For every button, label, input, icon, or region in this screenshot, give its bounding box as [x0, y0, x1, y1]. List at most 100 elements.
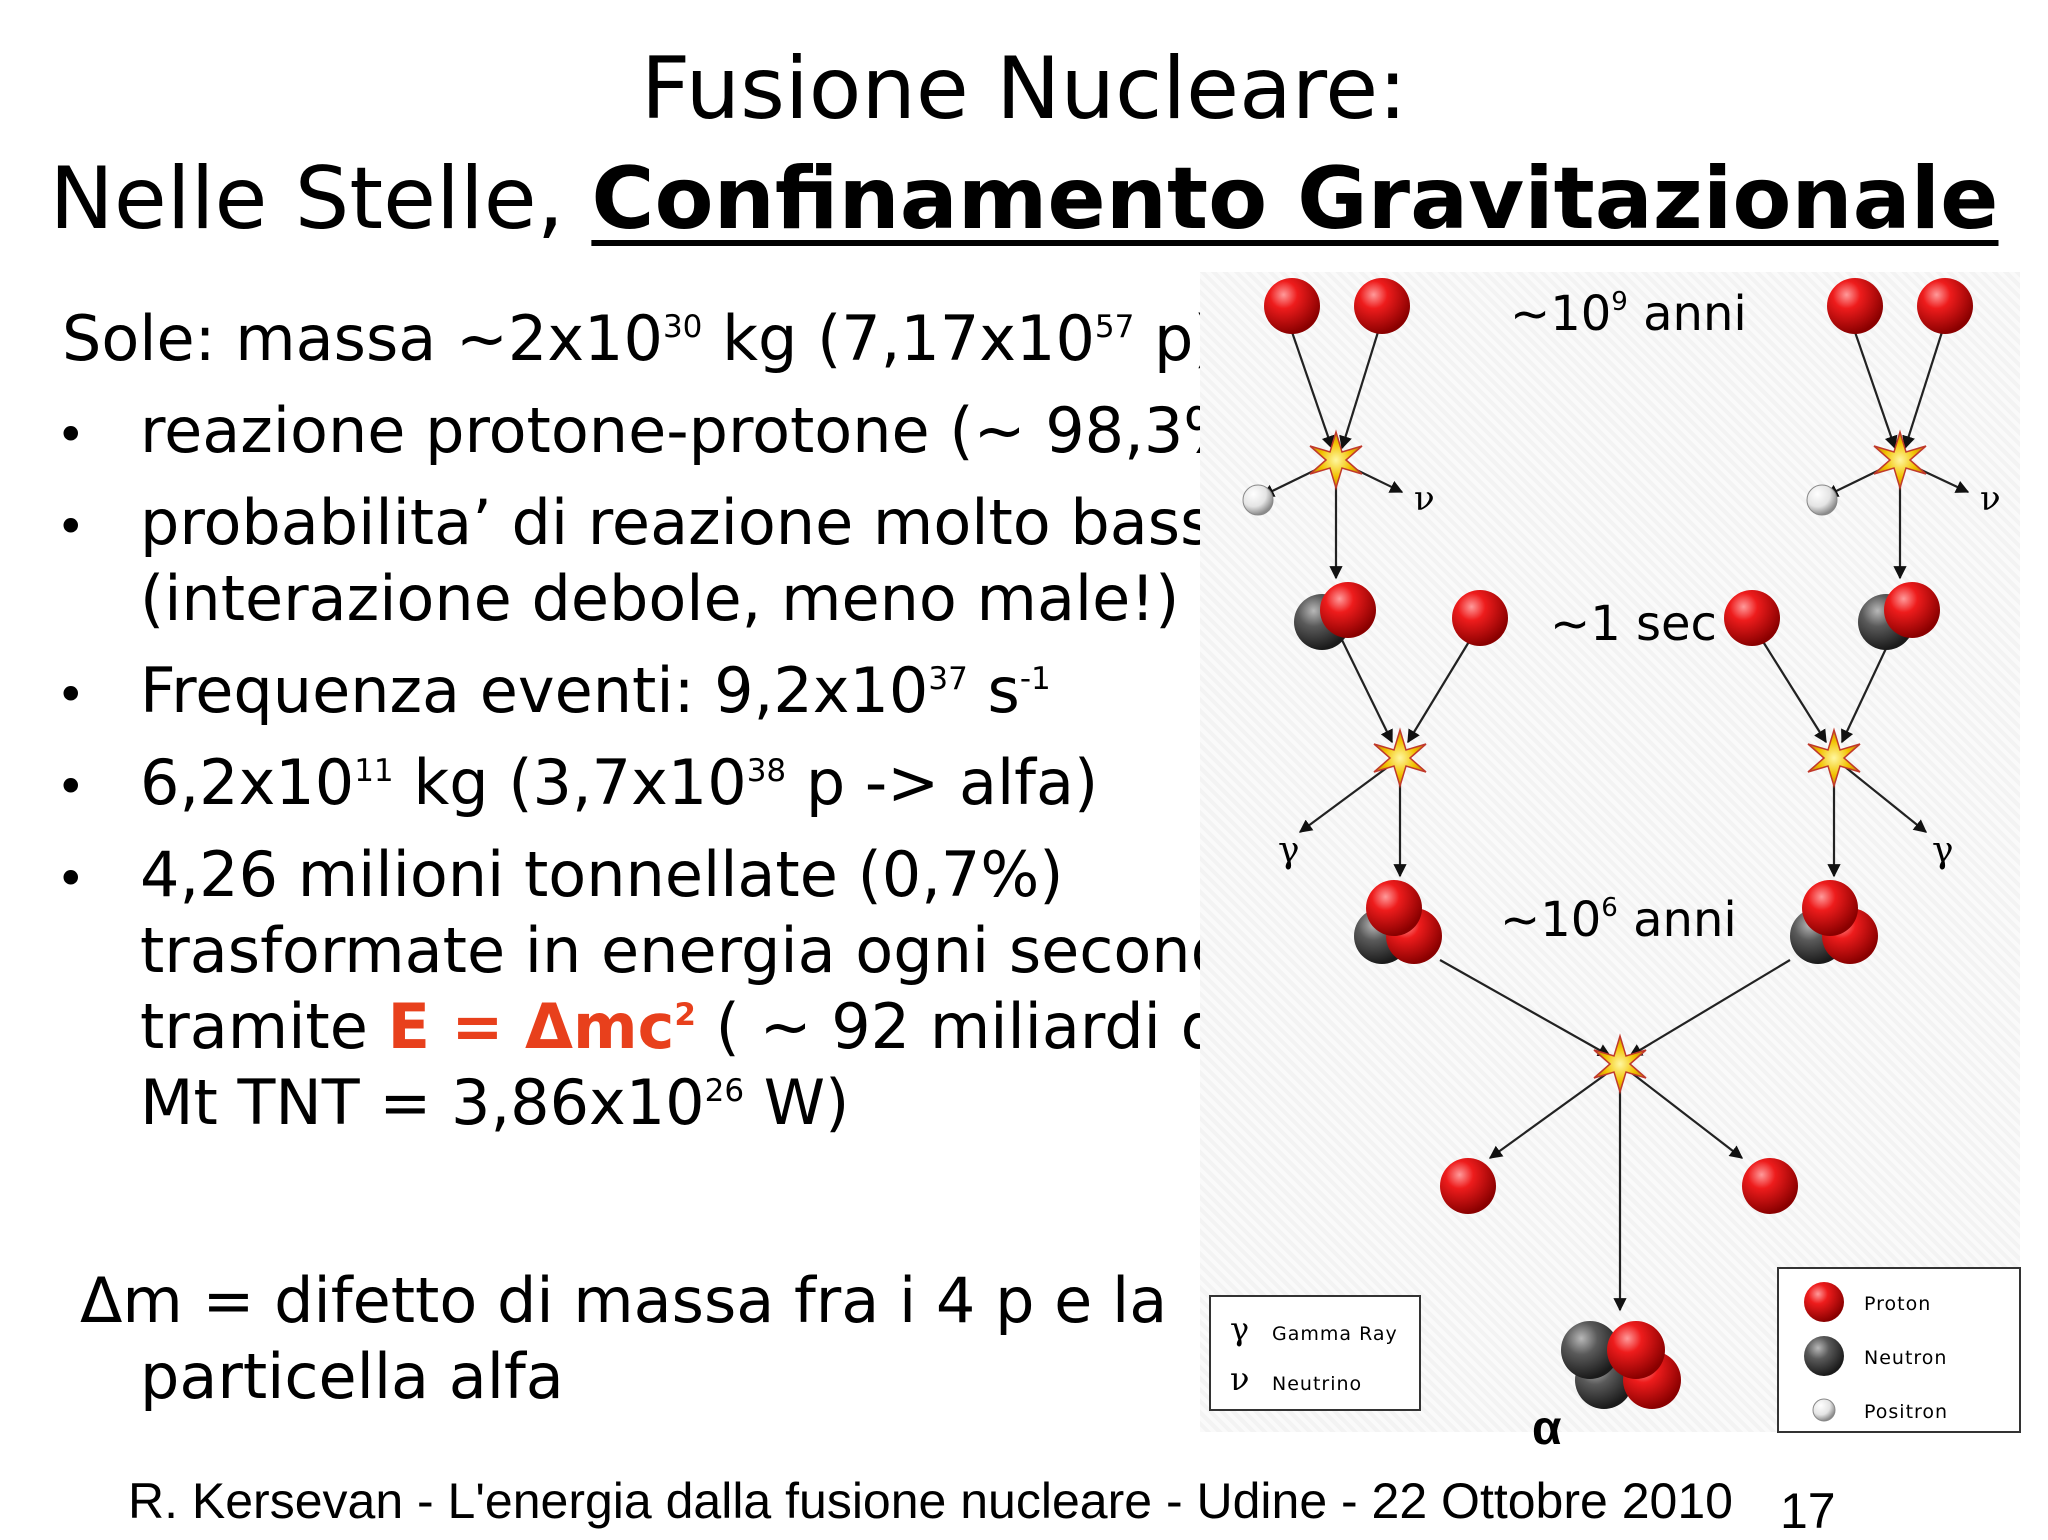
bullet-4-text: 6,2x1011 kg (3,7x1038 p -> alfa)	[140, 752, 1098, 814]
bullet-3-prefix: Frequenza eventi: 9,2x10	[140, 654, 929, 727]
bullet-4-suffix: p -> alfa)	[786, 746, 1099, 819]
neutrino-label-right: ν	[1980, 479, 2001, 519]
reaction-burst-icon	[1593, 1033, 1647, 1095]
positron-icon	[1242, 484, 1274, 516]
bullet-5-line-4-exp: 26	[704, 1072, 745, 1109]
reaction-bursts	[1309, 429, 1927, 1095]
legend-gamma-symbol: γ	[1230, 1310, 1249, 1348]
positron-icon	[1806, 484, 1838, 516]
bullet-4-mid: kg (3,7x10	[393, 746, 747, 819]
title-line-1: Fusione Nucleare:	[640, 39, 1408, 139]
proton-icon	[1366, 880, 1422, 936]
arrow	[1628, 959, 1791, 1057]
title-line-2-bold: Confinamento Gravitazionale	[591, 149, 1999, 249]
proton-icon	[1320, 582, 1376, 638]
proton-icon	[1354, 278, 1410, 334]
bullet-2-line-2: (interazione debole, meno male!)	[140, 562, 1180, 635]
legend-gamma-neutrino: γ Gamma Ray ν Neutrino	[1209, 1295, 1421, 1411]
proton-icon	[1827, 278, 1883, 334]
emc2-equation: E = Δmc	[387, 990, 675, 1063]
arrow	[1841, 639, 1891, 744]
proton-icon	[1917, 278, 1973, 334]
bullet-5-tramite: tramite	[140, 990, 388, 1063]
bullet-3-unit-exp: -1	[1019, 660, 1051, 697]
delta-m-line-1: Δm = difetto di massa fra i 4 p e la	[80, 1264, 1168, 1337]
proton-icon	[1802, 880, 1858, 936]
legend-particles: Proton Neutron Positron	[1777, 1267, 2021, 1433]
bullet-5-line-1: 4,26 milioni tonnellate (0,7%)	[140, 838, 1064, 911]
arrow	[1341, 639, 1393, 744]
proton-icon	[1742, 1158, 1798, 1214]
reaction-burst-icon	[1807, 727, 1861, 789]
slide-footer: R. Kersevan - L'energia dalla fusione nu…	[128, 1473, 1733, 1529]
bullet-5-line-4-suffix: W)	[744, 1066, 850, 1139]
legend-neutron-label: Neutron	[1864, 1347, 1947, 1369]
legend-proton-icon	[1804, 1282, 1844, 1322]
bullet-1-text: reazione protone-protone (~ 98,3%)	[140, 394, 1267, 467]
arrow	[1339, 331, 1380, 450]
emc2-exponent: 2	[674, 996, 696, 1033]
neutron-icon	[1561, 1321, 1619, 1379]
legend-positron-icon	[1812, 1398, 1836, 1422]
legend-positron-label: Positron	[1864, 1401, 1948, 1423]
sun-mass-exp: 30	[662, 308, 703, 345]
title-line-2-plain: Nelle Stelle,	[49, 149, 592, 249]
arrow	[1761, 639, 1827, 744]
reaction-burst-icon	[1309, 429, 1363, 491]
bullet-4-prefix: 6,2x10	[140, 746, 355, 819]
sun-mass-mid: kg (7,17x10	[702, 302, 1095, 375]
sun-mass-prefix: Sole: massa ~2x10	[62, 302, 663, 375]
proton-icon	[1440, 1158, 1496, 1214]
arrow	[1488, 1063, 1621, 1159]
bullet-5-line-4: Mt TNT = 3,86x1026 W)	[140, 1072, 849, 1134]
legend-neutrino-symbol: ν	[1230, 1360, 1249, 1398]
arrow	[1290, 331, 1335, 450]
bullet-5-marker: •	[56, 850, 86, 908]
neutrino-label-left: ν	[1414, 479, 1435, 519]
particles	[1242, 278, 1973, 1409]
bullet-5-line-3-suffix: ( ~ 92 miliardi di	[695, 990, 1238, 1063]
sun-mass-line: Sole: massa ~2x1030 kg (7,17x1057 p)	[62, 308, 1218, 370]
bullet-3-unit: s	[967, 654, 1020, 727]
bullet-4-exp-2: 38	[746, 752, 787, 789]
bullet-3-exp: 37	[928, 660, 968, 697]
proton-icon	[1264, 278, 1320, 334]
gamma-label-left: γ	[1278, 830, 1300, 871]
legend-proton-label: Proton	[1864, 1293, 1931, 1315]
reaction-arrows	[1260, 331, 1970, 1312]
arrow	[1853, 331, 1898, 450]
bullet-3-marker: •	[56, 666, 86, 724]
bullet-5-line-4-prefix: Mt TNT = 3,86x10	[140, 1066, 705, 1139]
arrow	[1902, 331, 1944, 450]
alpha-label: α	[1532, 1402, 1562, 1455]
arrow	[1298, 757, 1401, 833]
proton-icon	[1724, 590, 1780, 646]
time-label-step-3: ~106 anni	[1500, 892, 1737, 948]
title-line-2: Nelle Stelle, Confinamento Gravitazional…	[0, 156, 2048, 242]
bullet-2-line-1: probabilita’ di reazione molto bassa	[140, 486, 1251, 559]
delta-m-line-2: particella alfa	[140, 1340, 564, 1413]
bullet-4-exp: 11	[354, 752, 394, 789]
proton-icon	[1452, 590, 1508, 646]
arrow	[1619, 1063, 1744, 1159]
bullet-2-marker: •	[56, 498, 86, 556]
reaction-burst-icon	[1873, 429, 1927, 491]
time-label-step-1: ~109 anni	[1510, 286, 1747, 342]
bullet-3-text: Frequenza eventi: 9,2x1037 s-1	[140, 660, 1051, 722]
arrow	[1833, 757, 1928, 833]
legend-neutron-icon	[1804, 1336, 1844, 1376]
bullet-5-line-3: tramite E = Δmc2 ( ~ 92 miliardi di	[140, 996, 1237, 1058]
proton-icon	[1884, 582, 1940, 638]
gamma-label-right: γ	[1932, 830, 1954, 871]
page-number: 17	[1780, 1483, 1836, 1539]
bullet-1-marker: •	[56, 406, 86, 464]
reaction-burst-icon	[1373, 727, 1427, 789]
arrow	[1407, 639, 1471, 744]
bullet-5-line-2: trasformate in energia ogni secondo	[140, 914, 1268, 987]
legend-neutrino-label: Neutrino	[1272, 1373, 1362, 1395]
proton-icon	[1607, 1321, 1665, 1379]
sun-protons-exp: 57	[1094, 308, 1135, 345]
bullet-4-marker: •	[56, 758, 86, 816]
time-label-step-2: ~1 sec	[1550, 596, 1717, 652]
